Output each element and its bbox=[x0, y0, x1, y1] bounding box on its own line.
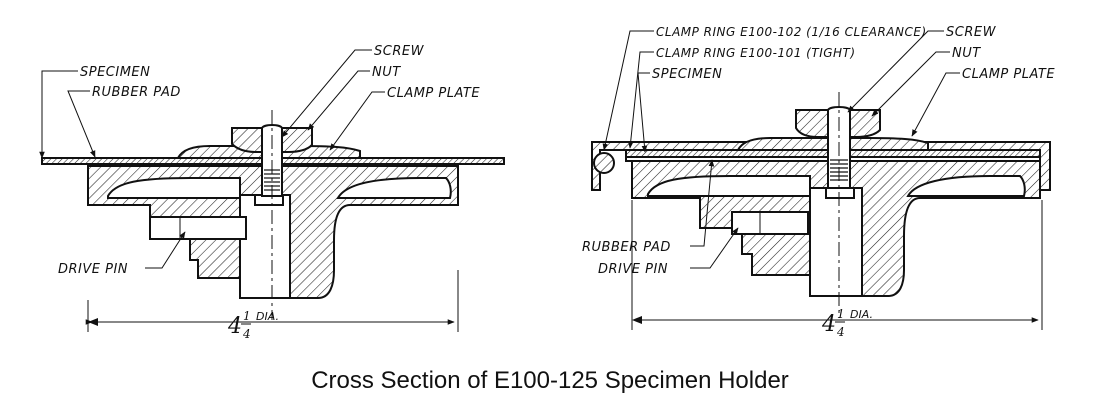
left-label-clamp-plate: CLAMP PLATE bbox=[387, 86, 480, 101]
right-label-screw: SCREW bbox=[946, 25, 997, 40]
right-dim-den: 4 bbox=[836, 325, 845, 339]
right-label-specimen: SPECIMEN bbox=[652, 67, 722, 82]
left-view: 4 1 4 DIA. SPECIMEN RUBBER PAD SCREW NUT… bbox=[39, 44, 505, 341]
left-dim-whole: 4 bbox=[227, 314, 242, 339]
right-view: 4 1 4 DIA. CLAMP RING E100-102 (1/16 CLE… bbox=[582, 25, 1055, 339]
left-label-nut: NUT bbox=[372, 65, 401, 80]
left-label-screw: SCREW bbox=[374, 44, 425, 59]
left-label-drive-pin: DRIVE PIN bbox=[58, 262, 128, 277]
right-leaders bbox=[602, 30, 960, 269]
left-label-rubber-pad: RUBBER PAD bbox=[92, 85, 181, 100]
right-body-part bbox=[631, 160, 1041, 297]
left-body-part bbox=[87, 165, 459, 299]
figure-caption: Cross Section of E100-125 Specimen Holde… bbox=[311, 367, 789, 394]
left-label-specimen: SPECIMEN bbox=[80, 65, 150, 80]
right-label-clamp-ring-clearance: CLAMP RING E100-102 (1/16 CLEARANCE) bbox=[656, 25, 927, 39]
right-label-rubber-pad: RUBBER PAD bbox=[582, 240, 671, 255]
right-dimension: 4 1 4 DIA. bbox=[631, 200, 1043, 339]
right-dim-whole: 4 bbox=[821, 312, 836, 337]
right-dim-num: 1 bbox=[837, 307, 845, 321]
right-label-clamp-ring-tight: CLAMP RING E100-101 (TIGHT) bbox=[656, 46, 856, 60]
right-label-clamp-plate: CLAMP PLATE bbox=[962, 67, 1055, 82]
left-dim-unit: DIA. bbox=[256, 310, 279, 323]
left-dim-num: 1 bbox=[243, 309, 251, 323]
right-dim-unit: DIA. bbox=[850, 308, 873, 321]
right-label-drive-pin: DRIVE PIN bbox=[598, 262, 668, 277]
left-leaders bbox=[39, 49, 385, 269]
left-dimension: 4 1 4 DIA. bbox=[85, 270, 459, 341]
left-dim-den: 4 bbox=[242, 327, 251, 341]
right-label-nut: NUT bbox=[952, 46, 981, 61]
